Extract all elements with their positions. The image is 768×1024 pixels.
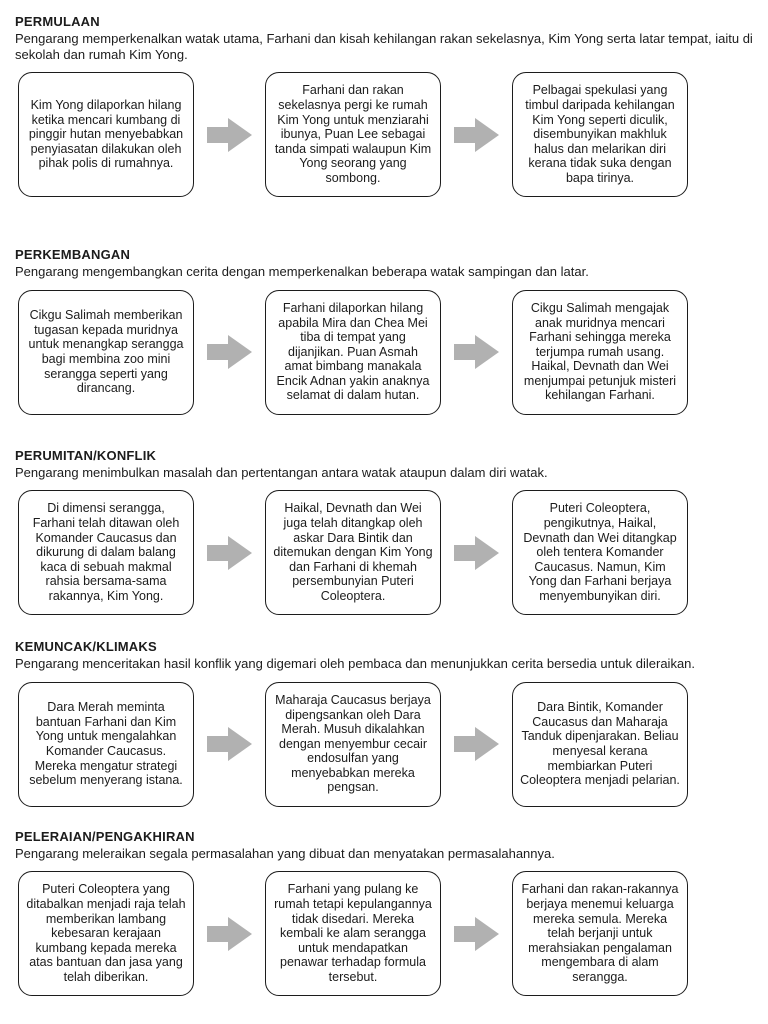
flow-box: Haikal, Devnath dan Wei juga telah ditan…	[265, 490, 441, 615]
flow-box: Maharaja Caucasus berjaya dipengsankan o…	[265, 681, 441, 807]
section-peleraian-pengakhiran: PELERAIAN/PENGAKHIRAN Pengarang meleraik…	[0, 828, 768, 996]
flow-box-text: Puteri Coleoptera yang ditabalkan menjad…	[26, 882, 186, 984]
section-description: Pengarang menceritakan hasil konflik yan…	[15, 656, 696, 671]
flow-box: Pelbagai spekulasi yang timbul daripada …	[512, 72, 688, 197]
section-perkembangan: PERKEMBANGAN Pengarang mengembangkan cer…	[0, 247, 768, 415]
flow-arrow-icon	[453, 117, 499, 152]
arrow-cell	[194, 726, 265, 762]
arrow-cell	[194, 117, 265, 153]
flow-row: Kim Yong dilaporkan hilang ketika mencar…	[18, 72, 754, 197]
flow-arrow-icon	[453, 535, 499, 570]
arrow-cell	[194, 535, 265, 571]
flow-box-text: Haikal, Devnath dan Wei juga telah ditan…	[273, 501, 433, 603]
flow-box-text: Cikgu Salimah mengajak anak muridnya men…	[523, 300, 677, 403]
flow-box-text: Di dimensi serangga, Farhani telah ditaw…	[32, 501, 180, 603]
flow-row: Dara Merah meminta bantuan Farhani dan K…	[18, 681, 754, 807]
flow-row: Cikgu Salimah memberikan tugasan kepada …	[18, 289, 754, 415]
flow-row: Di dimensi serangga, Farhani telah ditaw…	[18, 490, 754, 615]
flow-arrow-icon	[453, 335, 499, 369]
flow-box: Puteri Coleoptera, pengikutnya, Haikal, …	[512, 490, 688, 615]
flow-box: Cikgu Salimah mengajak anak muridnya men…	[512, 289, 688, 415]
flow-box: Dara Bintik, Komander Caucasus dan Mahar…	[512, 681, 688, 807]
flow-arrow-icon	[206, 916, 252, 951]
flow-arrow-icon	[206, 117, 252, 152]
flow-arrow-icon	[206, 335, 252, 369]
section-description: Pengarang mengembangkan cerita dengan me…	[15, 264, 589, 279]
flow-arrow-icon	[453, 916, 499, 951]
flow-box: Farhani yang pulang ke rumah tetapi kepu…	[265, 871, 441, 996]
flow-box: Di dimensi serangga, Farhani telah ditaw…	[18, 490, 194, 615]
section-kemuncak-klimaks: KEMUNCAK/KLIMAKS Pengarang menceritakan …	[0, 639, 768, 807]
section-heading: PERMULAAN	[15, 14, 100, 29]
section-heading: PERUMITAN/KONFLIK	[15, 447, 157, 463]
section-description: Pengarang meleraikan segala permasalahan…	[15, 845, 555, 861]
flow-box: Farhani dan rakan-rakannya berjaya menem…	[512, 871, 688, 996]
flow-box-text: Puteri Coleoptera, pengikutnya, Haikal, …	[523, 501, 677, 603]
section-heading: PELERAIAN/PENGAKHIRAN	[15, 828, 195, 844]
arrow-cell	[441, 535, 512, 571]
arrow-cell	[194, 916, 265, 952]
flow-box: Cikgu Salimah memberikan tugasan kepada …	[18, 289, 194, 415]
flow-box-text: Dara Bintik, Komander Caucasus dan Mahar…	[520, 700, 680, 788]
flow-box: Dara Merah meminta bantuan Farhani dan K…	[18, 681, 194, 807]
flow-box: Kim Yong dilaporkan hilang ketika mencar…	[18, 72, 194, 197]
flow-arrow-icon	[453, 727, 499, 761]
flow-row: Puteri Coleoptera yang ditabalkan menjad…	[18, 871, 754, 996]
flow-box-text: Farhani dan rakan sekelasnya pergi ke ru…	[274, 83, 432, 185]
arrow-cell	[441, 334, 512, 370]
flow-box-text: Farhani dilaporkan hilang apabila Mira d…	[276, 300, 430, 403]
flow-box-text: Kim Yong dilaporkan hilang ketika mencar…	[28, 98, 184, 171]
flow-box-text: Cikgu Salimah memberikan tugasan kepada …	[28, 308, 184, 396]
flow-box: Farhani dilaporkan hilang apabila Mira d…	[265, 289, 441, 415]
section-perumitan-konflik: PERUMITAN/KONFLIK Pengarang menimbulkan …	[0, 447, 768, 615]
section-description: Pengarang memperkenalkan watak utama, Fa…	[15, 31, 753, 62]
arrow-cell	[194, 334, 265, 370]
arrow-cell	[441, 916, 512, 952]
section-permulaan: PERMULAAN Pengarang memperkenalkan watak…	[0, 14, 768, 197]
arrow-cell	[441, 726, 512, 762]
flow-box-text: Farhani dan rakan-rakannya berjaya menem…	[521, 882, 679, 984]
arrow-cell	[441, 117, 512, 153]
flow-box-text: Dara Merah meminta bantuan Farhani dan K…	[29, 700, 183, 788]
section-heading: PERKEMBANGAN	[15, 247, 131, 262]
flow-box: Puteri Coleoptera yang ditabalkan menjad…	[18, 871, 194, 996]
flow-box-text: Pelbagai spekulasi yang timbul daripada …	[525, 83, 675, 185]
flow-arrow-icon	[206, 727, 252, 761]
flow-box-text: Maharaja Caucasus berjaya dipengsankan o…	[275, 692, 431, 795]
section-heading: KEMUNCAK/KLIMAKS	[15, 639, 157, 654]
flow-arrow-icon	[206, 535, 252, 570]
flow-box-text: Farhani yang pulang ke rumah tetapi kepu…	[274, 882, 432, 984]
section-description: Pengarang menimbulkan masalah dan perten…	[15, 464, 548, 480]
flow-box: Farhani dan rakan sekelasnya pergi ke ru…	[265, 72, 441, 197]
